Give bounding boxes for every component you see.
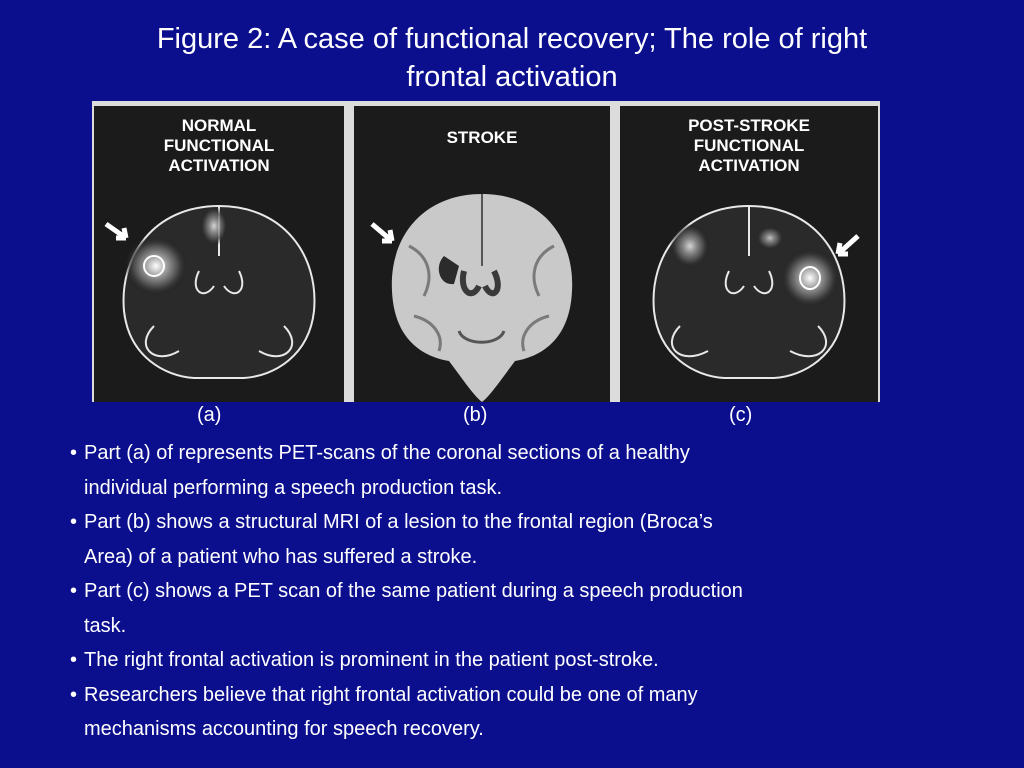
bullet-line: Part (a) of represents PET-scans of the … bbox=[84, 442, 690, 464]
bullet-glyph: • bbox=[70, 580, 78, 602]
panel-normal-activation: NORMAL FUNCTIONAL ACTIVATION bbox=[94, 106, 344, 402]
brain-scan-figure: NORMAL FUNCTIONAL ACTIVATION STROKE bbox=[92, 101, 880, 402]
slide-title-line-1: Figure 2: A case of functional recovery;… bbox=[156, 23, 868, 55]
bullet-line: Part (c) shows a PET scan of the same pa… bbox=[84, 580, 743, 602]
caption-c: (c) bbox=[729, 404, 753, 426]
bullet-list: • Part (a) of represents PET-scans of th… bbox=[70, 436, 970, 747]
bullet-glyph: • bbox=[70, 683, 78, 706]
caption-b: (b) bbox=[463, 404, 488, 426]
post-stroke-activation-scan-image bbox=[620, 106, 878, 402]
normal-activation-scan-image bbox=[94, 106, 344, 402]
bullet-glyph: • bbox=[70, 511, 78, 533]
bullet-line: mechanisms accounting for speech recover… bbox=[84, 718, 484, 740]
bullet-line: Area) of a patient who has suffered a st… bbox=[84, 545, 478, 568]
slide-title: Figure 2: A case of functional recovery;… bbox=[80, 20, 944, 96]
bullet-item: • Part (b) shows a structural MRI of a l… bbox=[70, 505, 970, 574]
bullet-glyph: • bbox=[70, 649, 78, 671]
bullet-line: Researchers believe that right frontal a… bbox=[84, 683, 698, 706]
panel-label-post-stroke: POST-STROKE FUNCTIONAL ACTIVATION bbox=[688, 116, 810, 175]
bullet-line: The right frontal activation is prominen… bbox=[84, 649, 659, 671]
bullet-line: Part (b) shows a structural MRI of a les… bbox=[84, 511, 713, 533]
bullet-item: • Part (c) shows a PET scan of the same … bbox=[70, 574, 970, 643]
bullet-line: task. bbox=[84, 614, 127, 637]
panel-stroke: STROKE bbox=[354, 106, 610, 402]
panel-label-stroke: STROKE bbox=[446, 128, 518, 147]
bullet-item: • Researchers believe that right frontal… bbox=[70, 678, 970, 747]
panel-label-normal: NORMAL FUNCTIONAL ACTIVATION bbox=[163, 116, 275, 175]
bullet-item: • Part (a) of represents PET-scans of th… bbox=[70, 436, 970, 505]
slide-title-line-2: frontal activation bbox=[406, 61, 618, 93]
caption-a: (a) bbox=[197, 404, 222, 426]
stroke-mri-image bbox=[354, 106, 610, 402]
panel-post-stroke-activation: POST-STROKE FUNCTIONAL ACTIVATION bbox=[620, 106, 878, 402]
bullet-item: • The right frontal activation is promin… bbox=[70, 643, 970, 678]
bullet-line: individual performing a speech productio… bbox=[84, 476, 503, 499]
bullet-glyph: • bbox=[70, 442, 78, 464]
